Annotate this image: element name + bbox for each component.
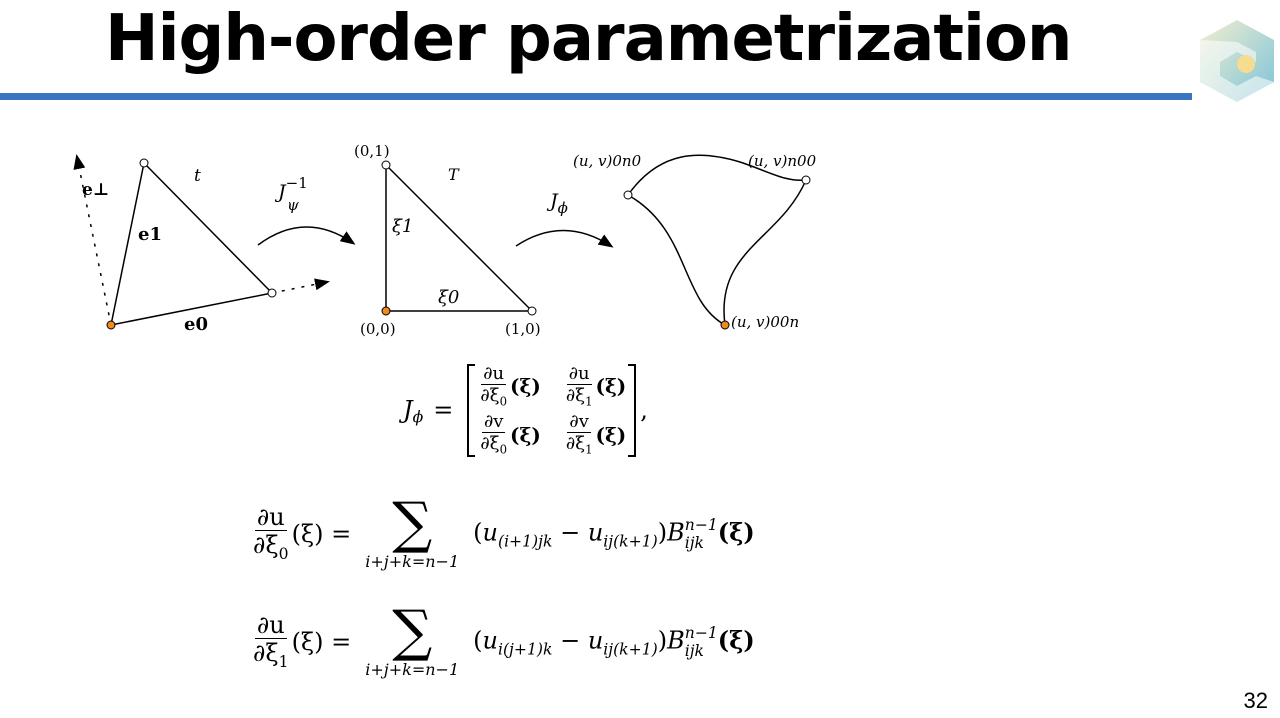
vertex — [381, 160, 391, 170]
map-arrow — [257, 226, 356, 246]
argument: (ξ) = — [291, 519, 352, 548]
origin-vertex — [106, 320, 116, 330]
label-00: (0,0) — [360, 320, 396, 338]
curved-triangle — [627, 154, 807, 326]
label-00n: (u, v)00n — [731, 313, 799, 331]
summation: ∑i+j+k=n−1 — [365, 599, 460, 680]
comma: , — [640, 396, 648, 425]
vertex — [801, 175, 811, 185]
label-e1: e1 — [138, 224, 162, 245]
label-n00: (u, v)n00 — [748, 152, 817, 170]
vertex — [623, 190, 633, 200]
label-xi1: ξ1 — [392, 216, 413, 237]
label-t: t — [194, 166, 201, 186]
vertex — [527, 306, 537, 316]
label-0n0: (u, v)0n0 — [573, 152, 642, 170]
argument: (ξ) = — [291, 627, 352, 656]
map-arrow — [515, 229, 614, 248]
title-underline — [0, 93, 1192, 100]
partial-xi1-equation: ∂u∂ξ1 (ξ) = ∑i+j+k=n−1 (ui(j+1)k − uij(k… — [253, 599, 755, 680]
origin-vertex — [720, 320, 730, 330]
page-number: 32 — [1243, 688, 1268, 713]
partial-xi0-equation: ∂u∂ξ0 (ξ) = ∑i+j+k=n−1 (u(i+1)jk − uij(k… — [253, 491, 755, 572]
logo-icon — [1200, 20, 1274, 102]
physical-triangle — [73, 154, 330, 326]
label-e0: e0 — [184, 314, 208, 335]
label-10: (1,0) — [505, 320, 541, 338]
equals: = — [433, 396, 454, 425]
origin-vertex — [381, 306, 391, 316]
matrix-cell: ∂u∂ξ1(ξ) — [565, 363, 627, 409]
label-xi0: ξ0 — [438, 287, 459, 308]
matrix-cell: ∂v∂ξ0(ξ) — [480, 411, 541, 457]
jacobian-label: Jϕ — [546, 190, 568, 217]
slide-title: High-order parametrization — [105, 2, 1072, 76]
label-e-perp: e⊥ — [82, 180, 109, 200]
matrix-cell: ∂v∂ξ1(ξ) — [565, 411, 627, 457]
summation: ∑i+j+k=n−1 — [365, 491, 460, 572]
matrix-cell: ∂u∂ξ0(ξ) — [480, 363, 541, 409]
vertex — [267, 288, 277, 298]
label-T: T — [448, 165, 460, 184]
jacobian-symbol: J — [403, 396, 413, 425]
jacobian-subscript: ϕ — [412, 408, 424, 427]
reference-triangle — [385, 164, 533, 312]
jacobian-matrix: ∂u∂ξ0(ξ) ∂u∂ξ1(ξ) ∂v∂ξ0(ξ) ∂v∂ξ1(ξ) — [467, 363, 637, 457]
label-01: (0,1) — [354, 142, 390, 160]
vertex — [139, 158, 149, 168]
